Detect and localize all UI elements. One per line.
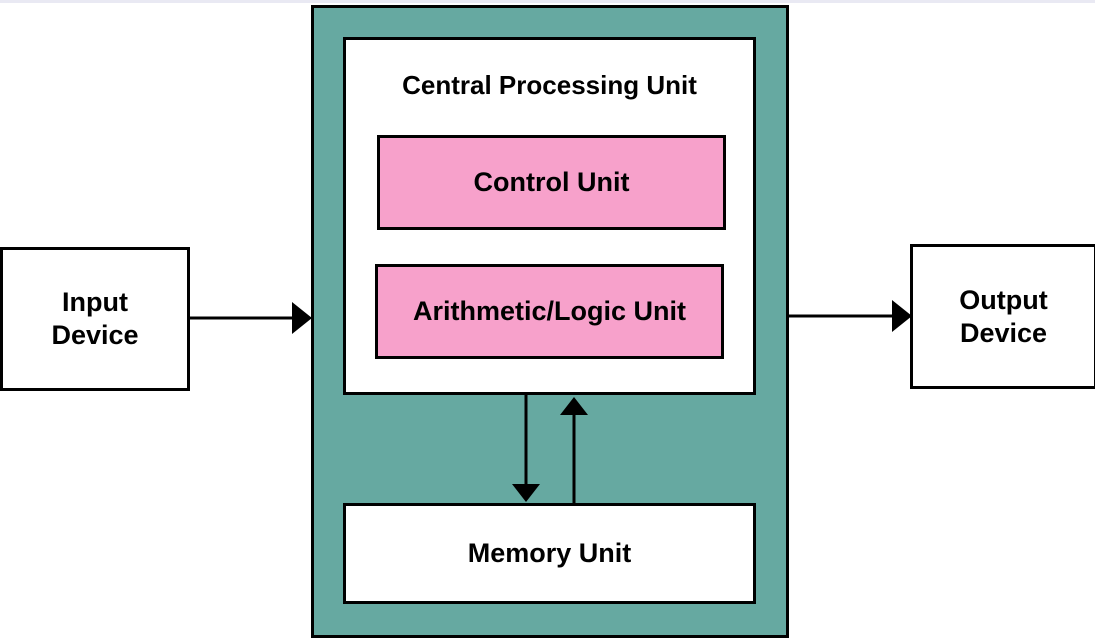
output-device-label-line1: Output — [959, 284, 1048, 315]
cpu-to-output-arrow — [789, 300, 912, 332]
cpu-title: Central Processing Unit — [402, 70, 697, 100]
input-device-box: Input Device — [0, 247, 190, 391]
input-device-label-line2: Device — [51, 320, 139, 350]
input-device-label-line1: Input — [62, 287, 128, 317]
memory-unit-box: Memory Unit — [343, 503, 756, 604]
control-unit-box: Control Unit — [377, 135, 726, 230]
alu-label: Arithmetic/Logic Unit — [412, 296, 686, 326]
memory-unit-label: Memory Unit — [467, 538, 632, 568]
alu-box: Arithmetic/Logic Unit — [375, 264, 724, 359]
output-device-label-line2: Device — [959, 317, 1048, 348]
control-unit-label: Control Unit — [473, 167, 630, 197]
output-device-box: Output Device — [910, 244, 1095, 389]
top-edge — [0, 0, 1095, 3]
input-to-cpu-arrow — [190, 302, 312, 334]
